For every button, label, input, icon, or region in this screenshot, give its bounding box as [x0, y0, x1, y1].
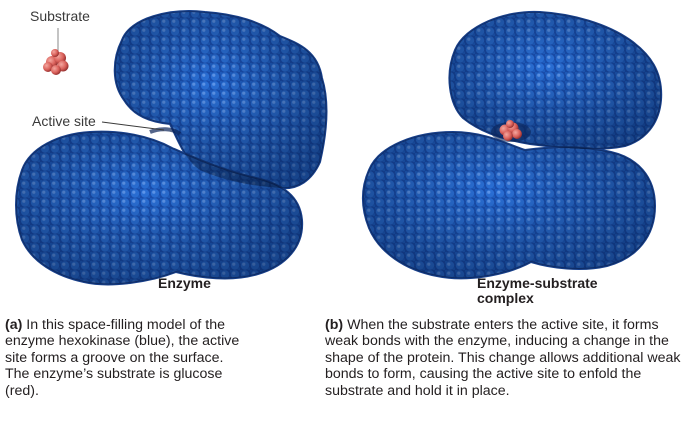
caption-a: (a) In this space-filling model of the e… — [5, 317, 245, 399]
panel-a: Substrate Active site Enzyme — [0, 0, 345, 300]
panel-b: Enzyme-substrate complex — [345, 0, 700, 306]
complex-label-line2: complex — [477, 290, 534, 306]
complex-label: Enzyme-substrate complex — [477, 276, 598, 306]
caption-a-tag: (a) — [5, 317, 23, 333]
active-site-groove — [149, 127, 182, 136]
bound-substrate — [499, 120, 522, 141]
active-site-leader — [101, 121, 165, 131]
complex-label-line1: Enzyme-substrate — [477, 275, 598, 291]
caption-b-text: When the substrate enters the active sit… — [325, 317, 681, 399]
enzyme-label: Enzyme — [158, 275, 211, 291]
substrate-label: Substrate — [30, 8, 90, 24]
enzyme-model-closed — [362, 10, 663, 280]
active-site-label: Active site — [32, 113, 96, 129]
caption-b-tag: (b) — [325, 317, 344, 333]
caption-b: (b) When the substrate enters the active… — [325, 317, 695, 399]
caption-a-text: In this space-filling model of the enzym… — [5, 317, 240, 399]
enzyme-model-open — [15, 10, 328, 286]
substrate-glucose — [43, 28, 69, 75]
